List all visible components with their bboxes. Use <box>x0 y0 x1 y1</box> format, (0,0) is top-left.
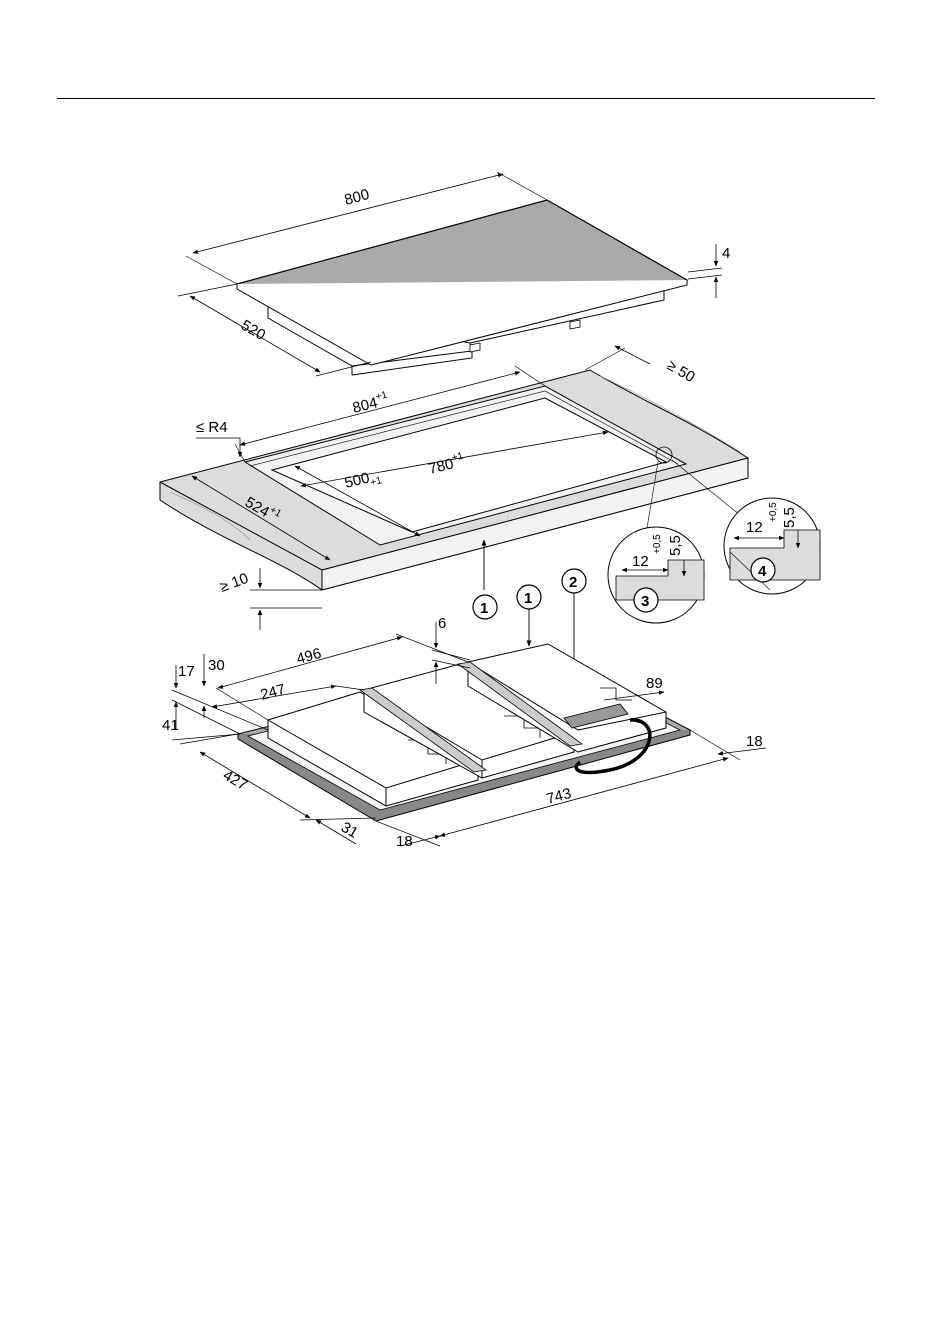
callout-1b: 1 <box>517 585 541 646</box>
callout-1a: 1 <box>473 595 497 619</box>
dim-6: 6 <box>438 615 446 632</box>
svg-text:1: 1 <box>480 600 488 617</box>
svg-text:2: 2 <box>569 574 577 591</box>
detail-4: 12 +0,5 5,5 4 <box>724 498 820 594</box>
dim-30: 30 <box>208 657 225 674</box>
dim-800: 800 <box>343 186 372 209</box>
dim-18b: 18 <box>396 833 413 850</box>
detail4-depth: 5,5 <box>781 507 798 528</box>
detail3-width: 12 <box>632 553 649 570</box>
dim-50: ≥ 50 <box>664 357 698 386</box>
dim-89: 89 <box>646 675 663 692</box>
detail4-label: 4 <box>758 563 767 580</box>
detail3-label: 3 <box>641 593 649 610</box>
dim-31: 31 <box>338 819 361 842</box>
dim-10: ≥ 10 <box>218 570 251 596</box>
svg-text:1: 1 <box>524 590 532 607</box>
detail3-tol: +0,5 <box>652 534 663 554</box>
underside-drawing <box>238 644 690 821</box>
dim-247: 247 <box>259 681 288 704</box>
dim-743: 743 <box>545 785 574 808</box>
dim-427: 427 <box>220 767 250 794</box>
detail-3: 12 +0,5 5,5 3 <box>608 527 704 623</box>
dim-496: 496 <box>295 645 324 668</box>
dim-41: 41 <box>162 717 179 734</box>
dim-r4: ≤ R4 <box>196 419 228 436</box>
dim-520: 520 <box>238 317 268 344</box>
dim-17: 17 <box>178 663 195 680</box>
dim-18a: 18 <box>746 733 763 750</box>
detail4-tol: +0,5 <box>768 502 779 522</box>
dim-804: 804+1 <box>350 390 390 417</box>
detail4-width: 12 <box>746 519 763 536</box>
dim-4: 4 <box>722 245 730 262</box>
detail3-depth: 5,5 <box>667 535 684 556</box>
